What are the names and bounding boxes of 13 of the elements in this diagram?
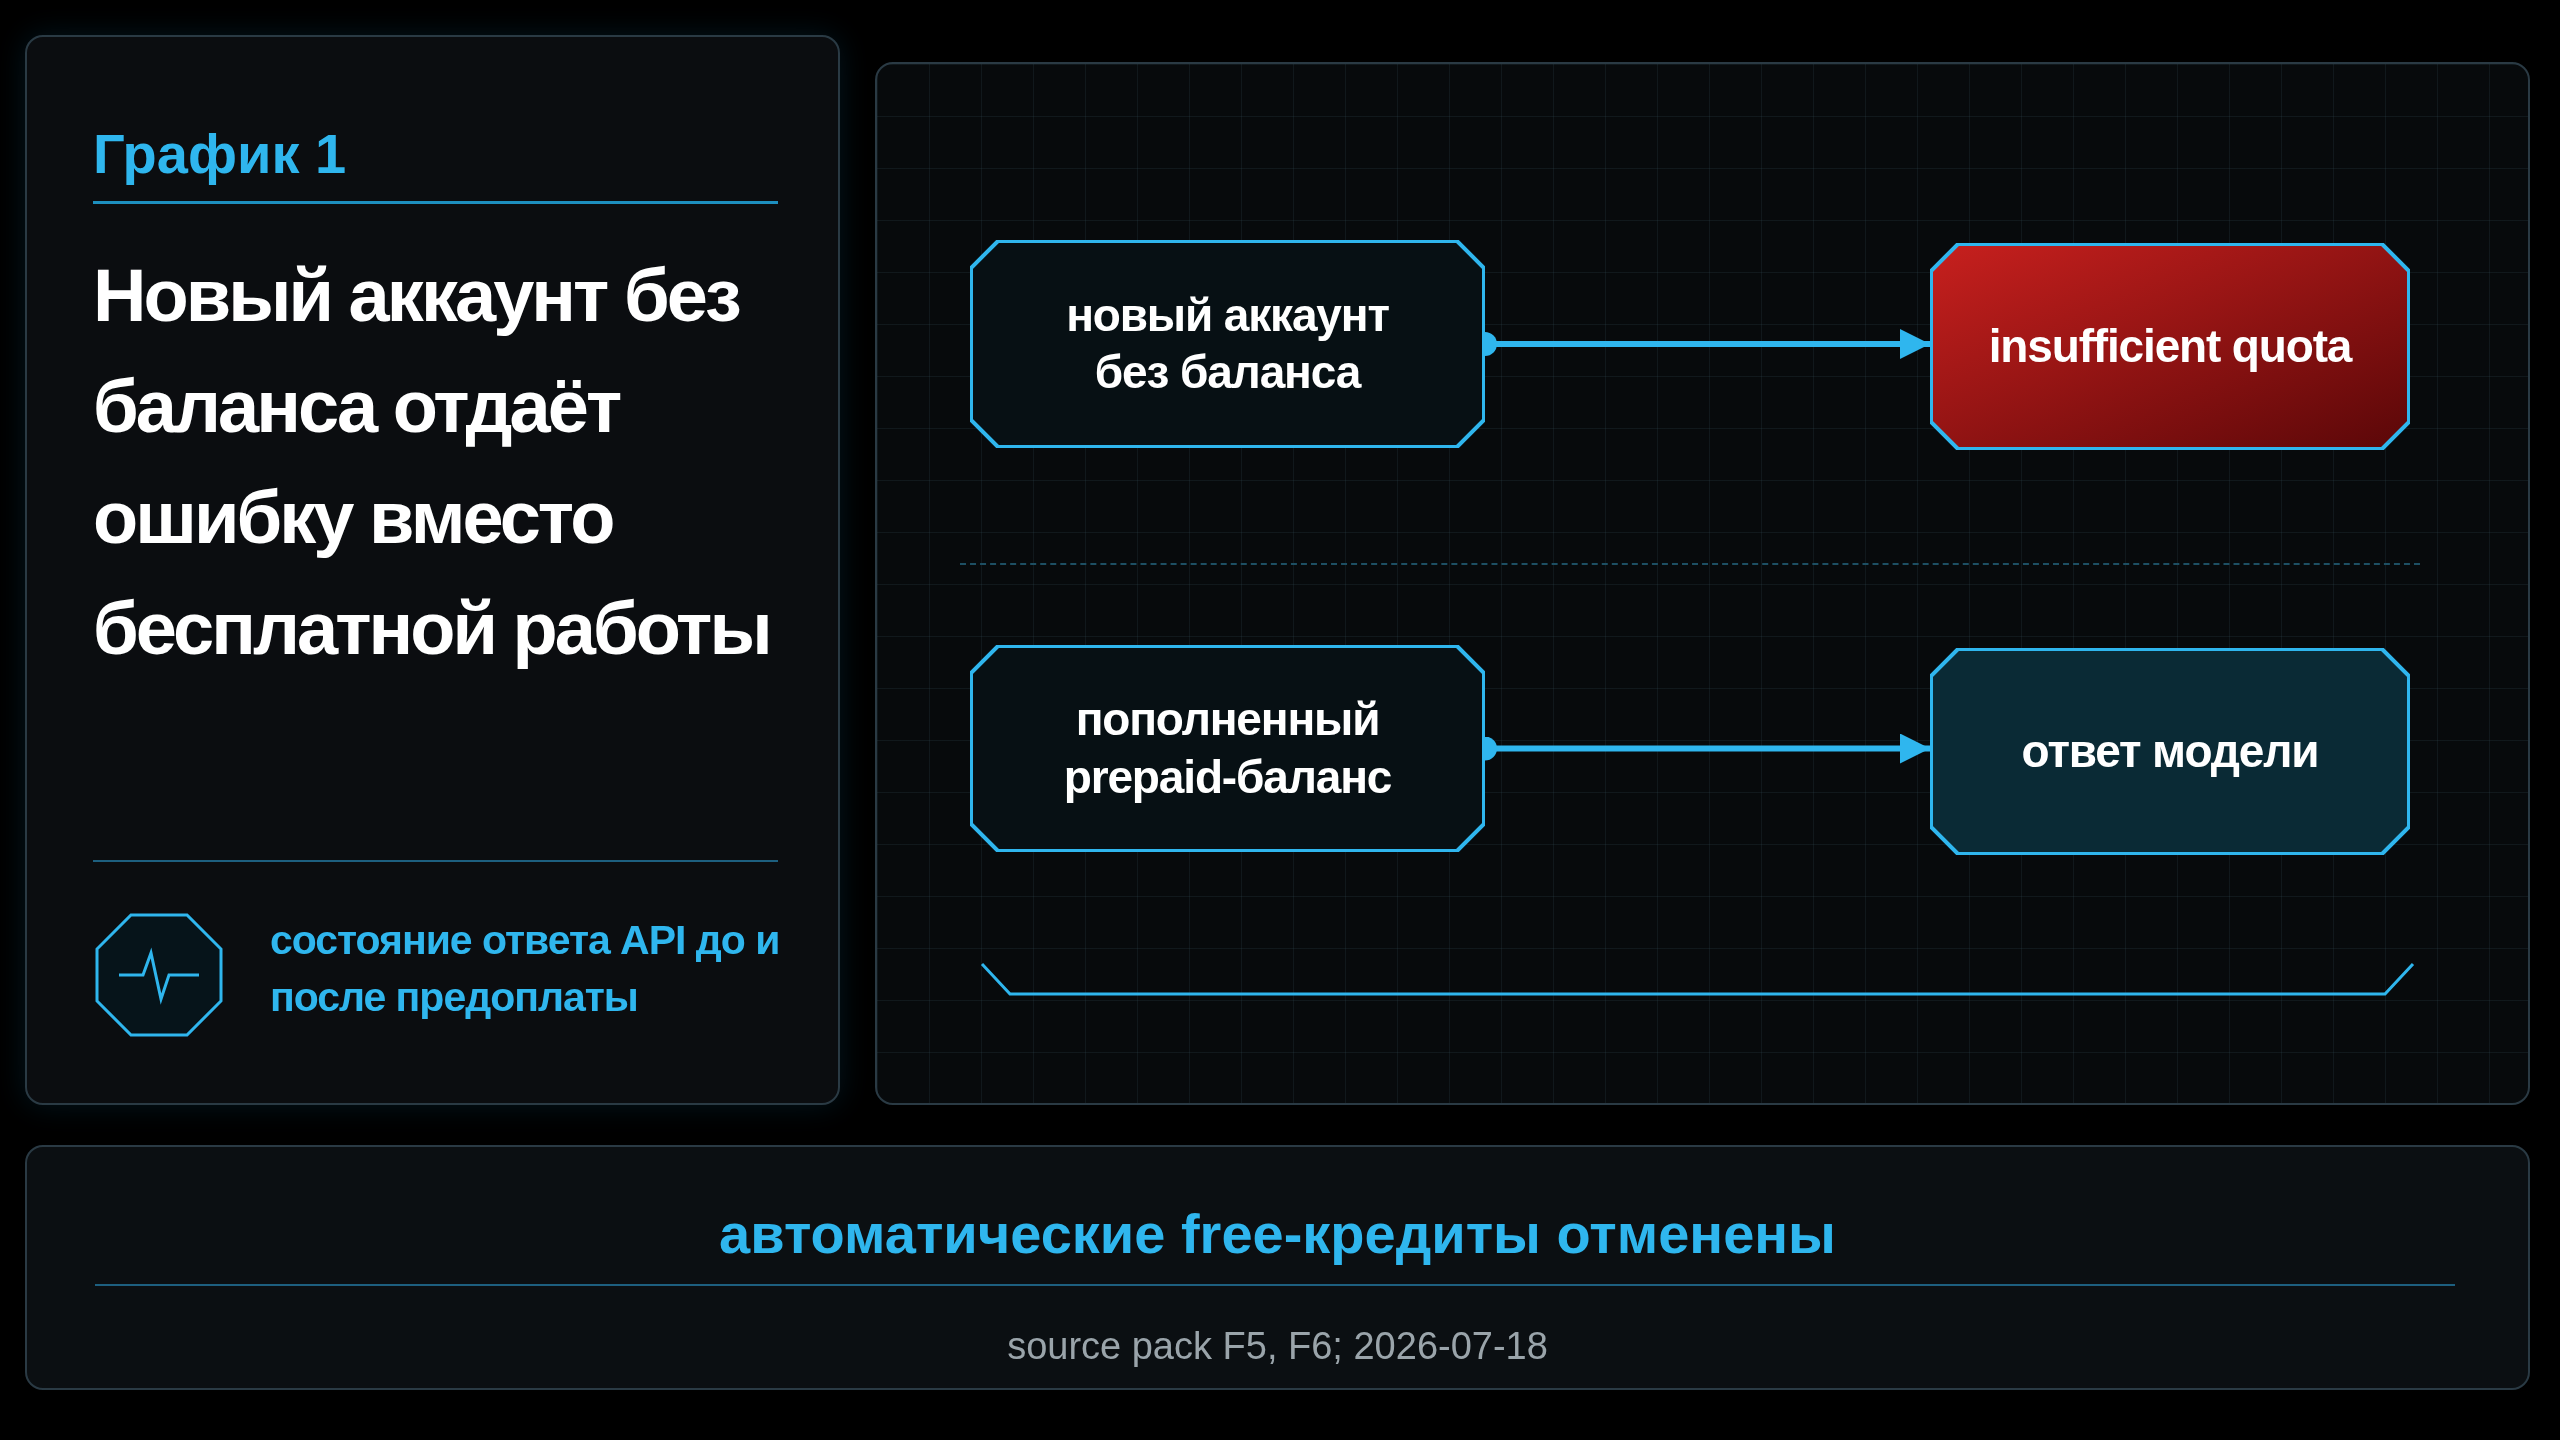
node-label: пополненный prepaid-баланс <box>1062 692 1393 805</box>
process-box <box>1930 648 2410 855</box>
process-box <box>970 240 1485 448</box>
process-box <box>970 645 1485 852</box>
chart-number: График 1 <box>93 121 347 187</box>
node-label: insufficient quota <box>1988 318 2352 374</box>
node-label: новый аккаунт без баланса <box>1065 287 1390 400</box>
conclusion: автоматические free-кредиты отменены <box>718 1201 1837 1267</box>
node-label: ответ модели <box>2021 723 2319 779</box>
heading: Новый аккаунт без баланса отдаёт ошибку вместо бесплатной работы <box>93 253 771 672</box>
subtitle: состояние ответа API до и после предоплаты <box>270 916 781 1023</box>
error-box <box>1930 243 2410 450</box>
source-note: source pack F5, F6; 2026-07-18 <box>1006 1324 1549 1369</box>
